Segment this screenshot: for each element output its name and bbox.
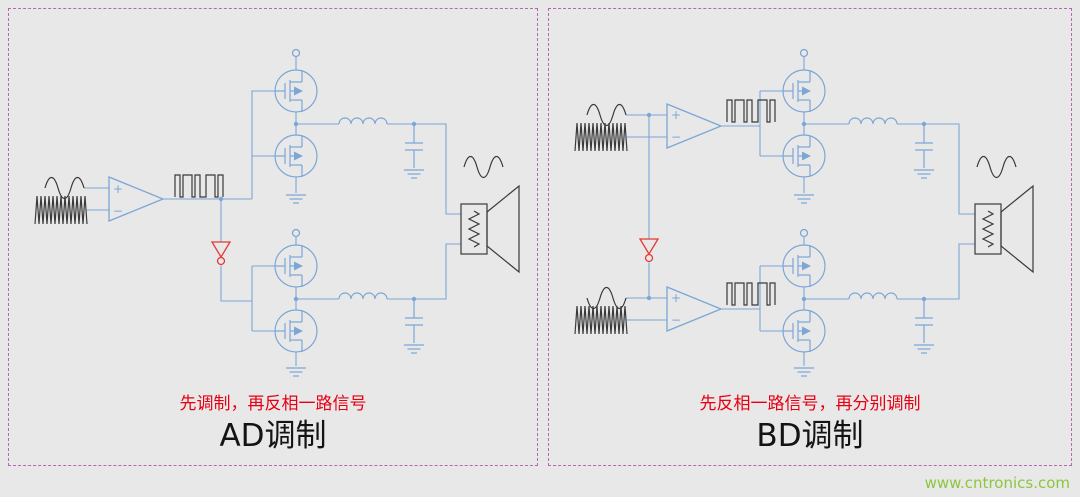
mosfet-symbol [782, 69, 826, 113]
panel-title: BD调制 [756, 418, 864, 454]
inductor-symbol [338, 292, 388, 300]
inductor-symbol [338, 117, 388, 125]
ground-symbol [793, 367, 815, 377]
mosfet-symbol [782, 134, 826, 178]
junction-dot [646, 295, 652, 301]
inductor-symbol [848, 117, 898, 125]
supply-terminal [291, 228, 301, 238]
capacitor-symbol [913, 298, 935, 354]
junction-dot [293, 121, 299, 127]
mosfet-symbol [274, 309, 318, 353]
ad-circuit-diagram: + − [34, 48, 520, 377]
mosfet-symbol [782, 244, 826, 288]
mosfet-symbol [274, 69, 318, 113]
comparator-symbol [666, 286, 723, 332]
pwm-wave-icon [174, 174, 224, 198]
annotation-text: 先反相一路信号，再分别调制 [699, 394, 921, 414]
comparator-plus-label: + [113, 182, 123, 196]
supply-terminal [799, 228, 809, 238]
wires [84, 56, 461, 366]
comparator-minus-label: − [113, 204, 123, 218]
inverted-sine-icon [586, 286, 627, 310]
panel-bd-modulation: + − + − 先反相一路信号，再分别调制 BD调制 [548, 8, 1072, 466]
output-sine-icon [976, 155, 1017, 179]
junction-dot [801, 296, 807, 302]
mosfet-symbol [274, 244, 318, 288]
ground-symbol [285, 367, 307, 377]
audio-sine-icon [44, 176, 85, 200]
supply-terminal [291, 48, 301, 58]
inverter-symbol [211, 241, 231, 266]
comparator-plus-label: + [671, 108, 681, 122]
inductor-symbol [848, 292, 898, 300]
comparator-plus-label: + [671, 291, 681, 305]
comparator-minus-label: − [671, 130, 681, 144]
carrier-wave-icon [34, 195, 88, 225]
ground-symbol [793, 194, 815, 204]
bd-circuit-diagram: + − + − [574, 48, 1034, 377]
pwm-wave-icon [726, 282, 776, 306]
watermark: www.cntronics.com [924, 474, 1070, 492]
carrier-wave-icon [574, 122, 628, 152]
mosfet-symbol [782, 309, 826, 353]
panel-ad-modulation: + − 先调制，再反相一路信号 AD调制 [8, 8, 538, 466]
inverter-symbol [639, 238, 659, 263]
panel-title: AD调制 [219, 418, 327, 454]
junction-dot [293, 296, 299, 302]
output-sine-icon [463, 155, 504, 179]
speaker-symbol [460, 185, 520, 273]
junction-dot [646, 112, 652, 118]
comparator-symbol [108, 176, 165, 222]
annotation-text: 先调制，再反相一路信号 [179, 394, 367, 414]
audio-sine-icon [586, 103, 627, 127]
carrier-wave-icon [574, 305, 628, 335]
comparator-symbol [666, 103, 723, 149]
supply-terminal [799, 48, 809, 58]
comparator-minus-label: − [671, 313, 681, 327]
capacitor-symbol [403, 298, 425, 354]
capacitor-symbol [913, 123, 935, 179]
mosfet-symbol [274, 134, 318, 178]
junction-dot [218, 196, 224, 202]
speaker-symbol [974, 185, 1034, 273]
pwm-wave-icon [726, 99, 776, 123]
capacitor-symbol [403, 123, 425, 179]
junction-dot [801, 121, 807, 127]
ground-symbol [285, 194, 307, 204]
